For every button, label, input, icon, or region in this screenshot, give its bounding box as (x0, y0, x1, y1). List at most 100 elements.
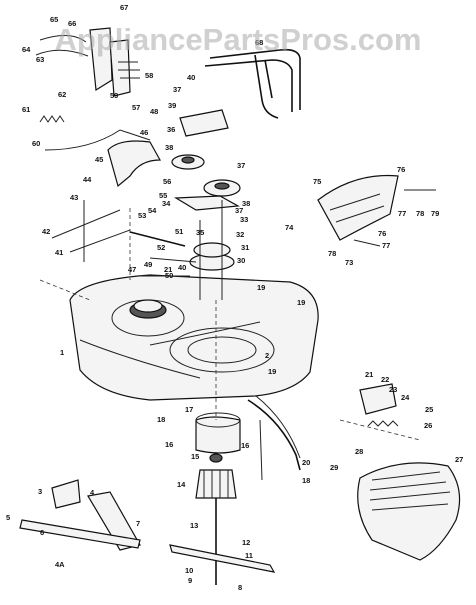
callout-65: 65 (50, 15, 58, 24)
callout-19c: 19 (268, 367, 276, 376)
callout-57: 57 (132, 103, 140, 112)
callout-18a: 18 (157, 415, 165, 424)
callout-27: 27 (455, 455, 463, 464)
callout-38b: 38 (242, 199, 250, 208)
callout-32: 32 (236, 230, 244, 239)
callout-4: 4 (90, 488, 95, 497)
callout-58: 58 (145, 71, 153, 80)
callout-26: 26 (424, 421, 432, 430)
blade-pulley (195, 453, 237, 499)
callout-74: 74 (285, 223, 294, 232)
callout-61: 61 (22, 105, 30, 114)
callout-68: 68 (255, 38, 263, 47)
callout-49: 49 (144, 260, 152, 269)
lift-link-rods (39, 129, 151, 301)
callout-9: 9 (188, 576, 192, 585)
callout-8: 8 (238, 583, 242, 592)
callout-2: 2 (265, 351, 269, 360)
callout-10: 10 (185, 566, 193, 575)
belt-guard (107, 140, 162, 188)
callout-4A: 4A (55, 560, 65, 569)
callout-13: 13 (190, 521, 198, 530)
callout-52: 52 (157, 243, 165, 252)
mandrel-cover (357, 462, 461, 561)
callout-23: 23 (389, 385, 397, 394)
mower-blade (169, 544, 276, 573)
spring (39, 115, 399, 427)
callout-25: 25 (425, 405, 433, 414)
callout-19b: 19 (297, 298, 305, 307)
callout-24: 24 (401, 393, 410, 402)
callout-7: 7 (136, 519, 140, 528)
callout-20: 20 (302, 458, 310, 467)
callout-15: 15 (191, 452, 199, 461)
callout-39: 39 (168, 101, 176, 110)
deck-pulley (129, 299, 167, 319)
deck-hanger-bracket (35, 27, 140, 97)
callout-56: 56 (163, 177, 171, 186)
callout-62: 62 (58, 90, 66, 99)
pulley-stack (171, 109, 241, 300)
callout-37a: 37 (173, 85, 181, 94)
belt-shield (317, 174, 436, 247)
callout-42: 42 (42, 227, 50, 236)
stabilizer-bracket (19, 479, 141, 551)
callout-64: 64 (22, 45, 31, 54)
callout-51: 51 (175, 227, 183, 236)
belt (204, 48, 301, 119)
callout-33: 33 (240, 215, 248, 224)
callout-28: 28 (355, 447, 363, 456)
callout-37b: 37 (237, 161, 245, 170)
callout-78a: 78 (416, 209, 424, 218)
callout-73: 73 (345, 258, 353, 267)
spindle-housing (195, 412, 241, 454)
callout-38a: 38 (165, 143, 173, 152)
callout-21b: 21 (365, 370, 373, 379)
callout-43: 43 (70, 193, 78, 202)
callout-77b: 77 (382, 241, 390, 250)
callout-53: 53 (138, 211, 146, 220)
deck-cable-rod (247, 395, 301, 481)
callout-37c: 37 (235, 206, 243, 215)
callout-19a: 19 (257, 283, 265, 292)
callout-79: 79 (431, 209, 439, 218)
callout-59: 59 (110, 91, 118, 100)
idler-arm (129, 231, 197, 277)
callout-22: 22 (381, 375, 389, 384)
callout-54: 54 (148, 206, 157, 215)
callout-18b: 18 (302, 476, 310, 485)
callout-63: 63 (36, 55, 44, 64)
callout-40a: 40 (187, 73, 195, 82)
callout-1: 1 (60, 348, 64, 357)
callout-67: 67 (120, 3, 128, 12)
callout-16a: 16 (165, 440, 173, 449)
mower-deck (69, 274, 319, 401)
callout-76: 76 (397, 165, 405, 174)
callout-31: 31 (241, 243, 249, 252)
callout-46: 46 (140, 128, 148, 137)
callout-14: 14 (177, 480, 186, 489)
callout-16b: 16 (241, 441, 249, 450)
callout-5: 5 (6, 513, 10, 522)
callout-36a: 36 (167, 125, 175, 134)
callout-29: 29 (330, 463, 338, 472)
callout-78b: 78 (328, 249, 336, 258)
callout-12: 12 (242, 538, 250, 547)
callout-40b: 40 (178, 263, 186, 272)
callout-60: 60 (32, 139, 40, 148)
callout-34: 34 (162, 199, 171, 208)
callout-35: 35 (196, 228, 204, 237)
callout-47: 47 (128, 265, 136, 274)
callout-75: 75 (313, 177, 321, 186)
callout-6: 6 (40, 528, 44, 537)
callout-17: 17 (185, 405, 193, 414)
callout-55: 55 (159, 191, 167, 200)
callout-45: 45 (95, 155, 103, 164)
callout-21a: 21 (164, 265, 172, 274)
callout-48a: 48 (150, 107, 158, 116)
callout-44: 44 (83, 175, 92, 184)
adjustment-bracket (339, 383, 421, 441)
